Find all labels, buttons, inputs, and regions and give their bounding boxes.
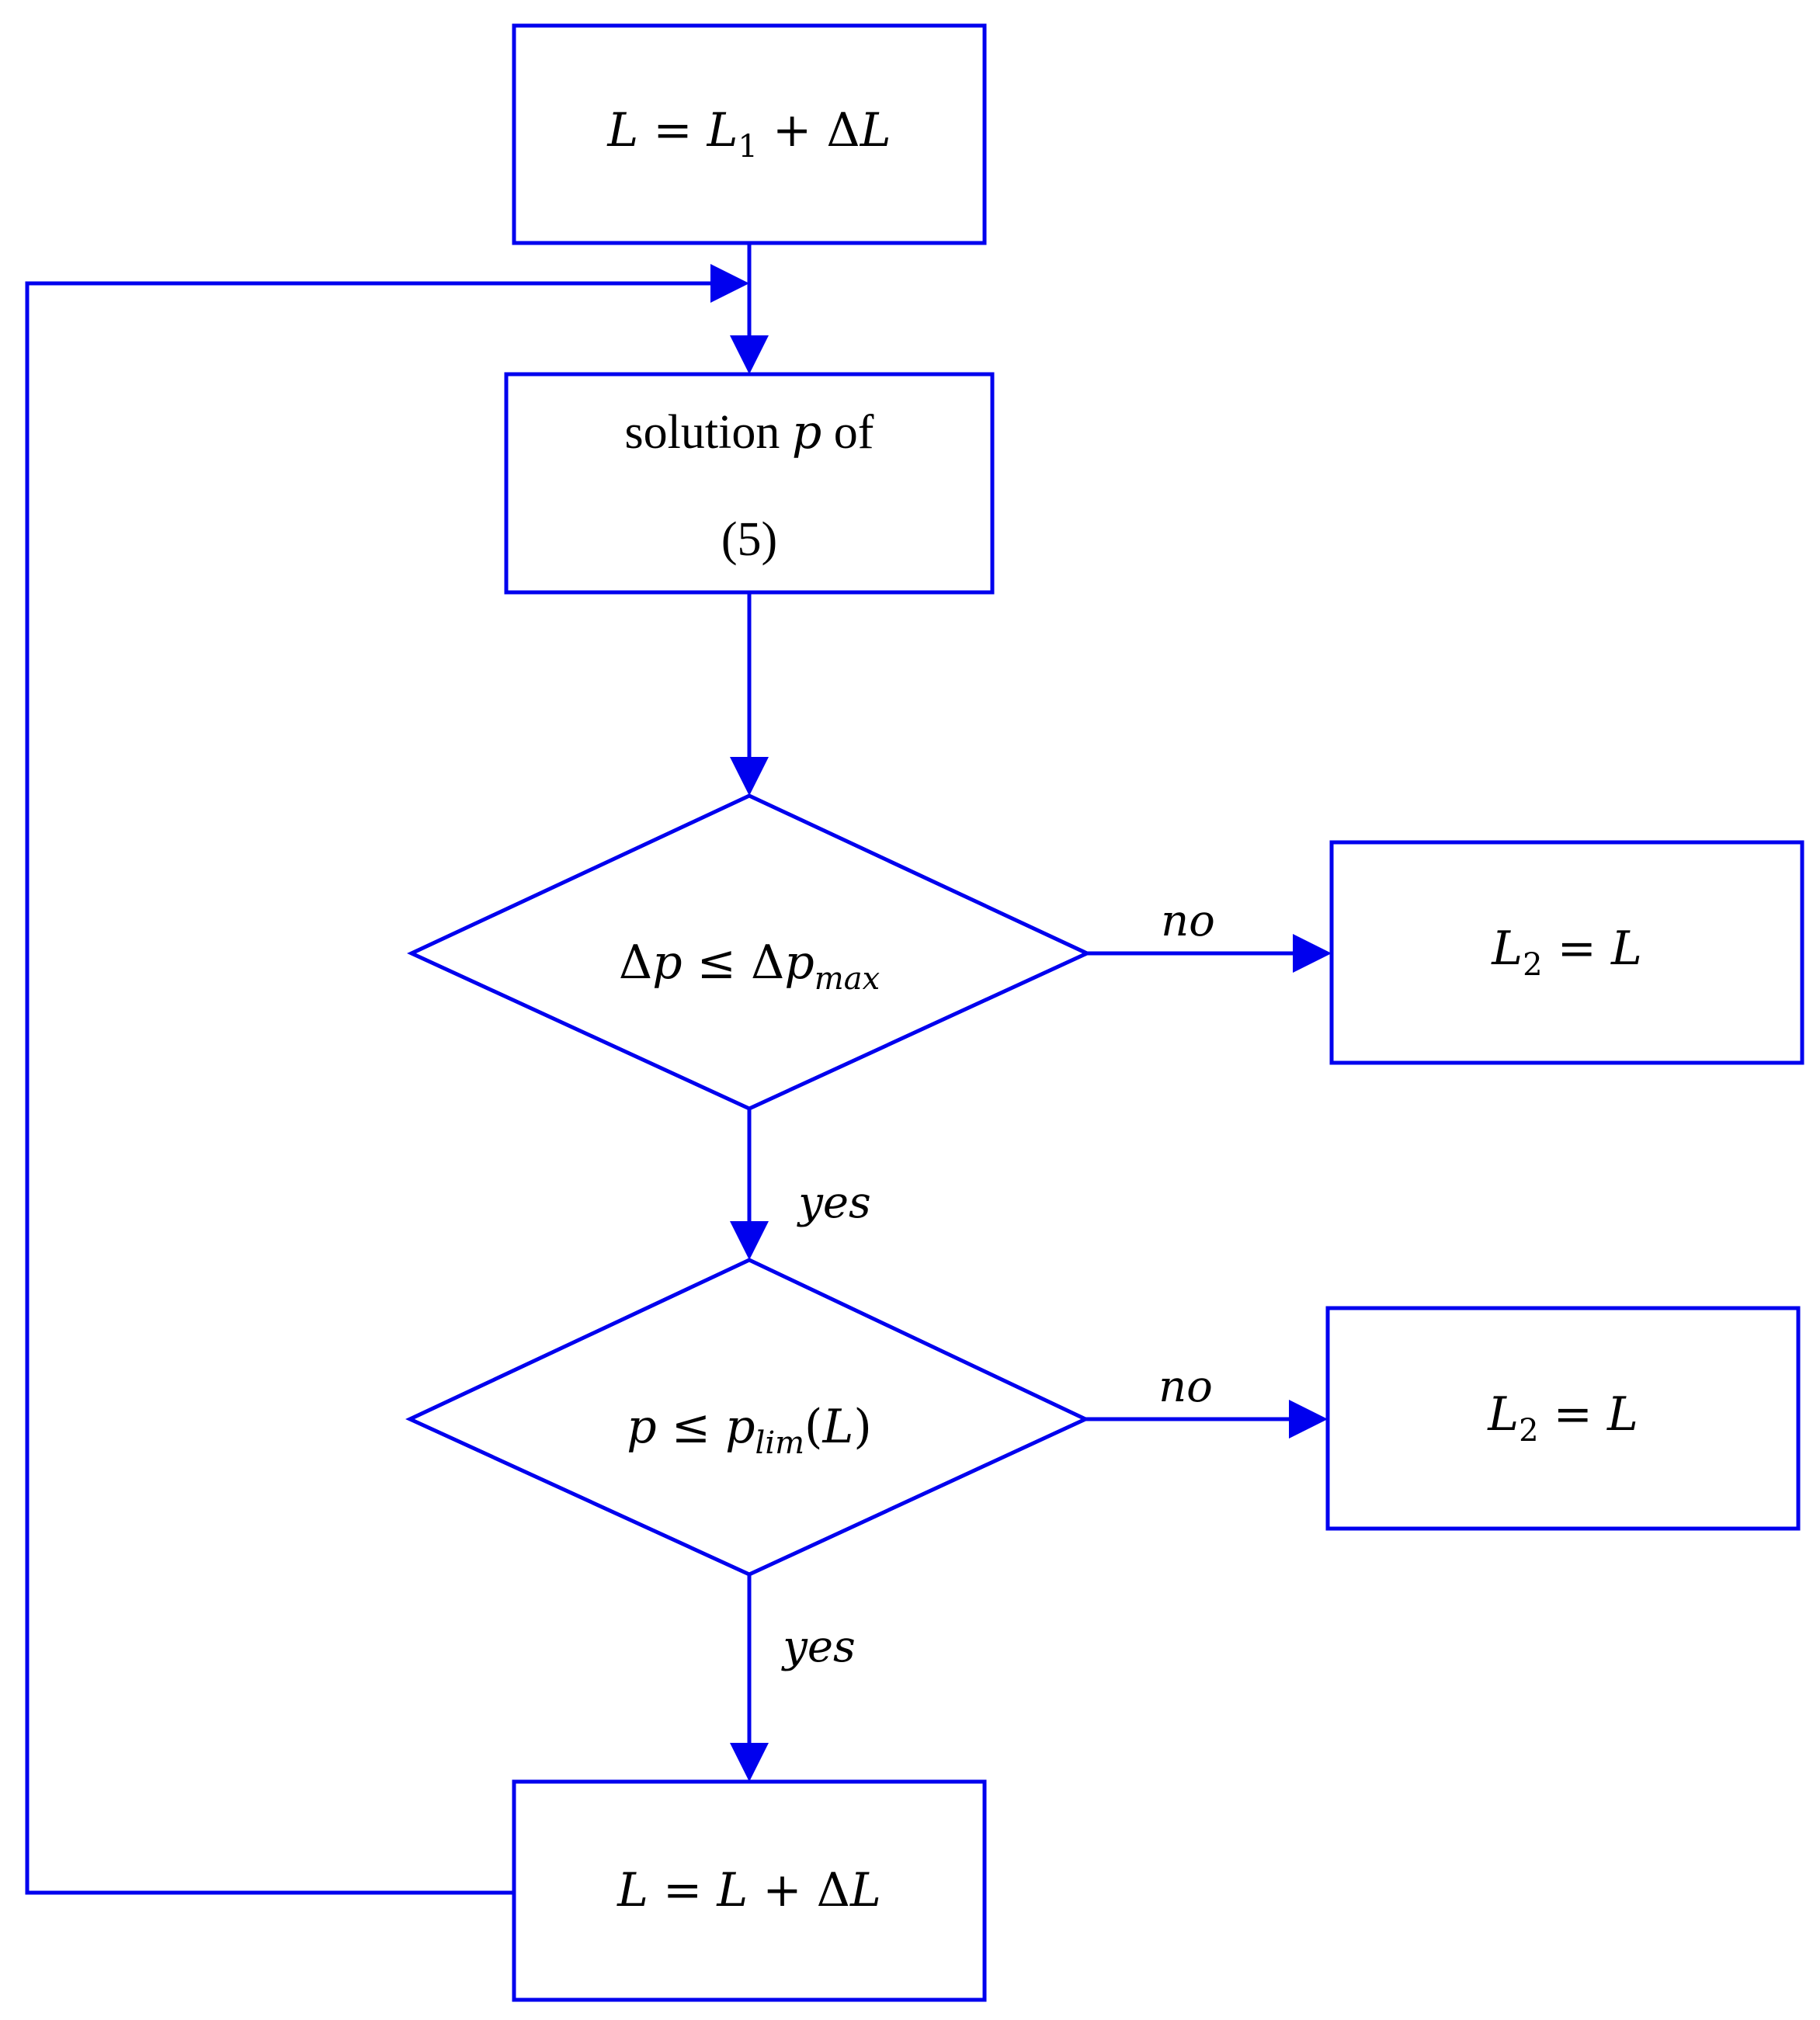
node-result-2: L2 = L — [1325, 1306, 1801, 1531]
node-increment: L = L + ΔL — [512, 1779, 987, 2002]
decision-pressure-limit-diamond — [405, 1258, 1090, 1577]
node-solve-box — [504, 372, 995, 595]
node-increment-text: L = L + ΔL — [617, 1863, 881, 1918]
node-solve: solution p of (5) — [504, 372, 995, 595]
node-result-1: L2 = L — [1329, 840, 1804, 1065]
decision-pressure-drop: Δp ≤ Δpmax — [407, 793, 1092, 1111]
decision-pressure-drop-diamond — [407, 793, 1092, 1111]
node-init-box — [512, 23, 987, 245]
arrowhead-result1-left — [1293, 934, 1332, 973]
node-solve-line2: (5) — [721, 513, 777, 566]
edge-label-cond1-no: no — [1161, 896, 1215, 946]
node-result-1-box — [1329, 840, 1804, 1065]
decision-pressure-limit: p ≤ plim(L) — [405, 1258, 1090, 1577]
edge-label-cond2-no: no — [1158, 1362, 1213, 1412]
node-increment-box — [512, 1779, 987, 2002]
arrowhead-result2-left — [1289, 1400, 1328, 1439]
arrowhead-cond2-top — [730, 1221, 769, 1260]
decision-pressure-limit-text: p ≤ plim(L) — [627, 1400, 871, 1461]
edge-loop-back — [25, 281, 714, 1895]
decision-pressure-drop-text: Δp ≤ Δpmax — [619, 935, 880, 997]
node-init-text: L = L1 + ΔL — [606, 103, 891, 165]
edge-label-cond1-yes: yes — [796, 1178, 871, 1228]
node-result-2-box — [1325, 1306, 1801, 1531]
arrowhead-loop-merge — [710, 264, 749, 303]
arrowhead-solve-top — [730, 335, 769, 374]
edge-label-cond2-yes: yes — [780, 1622, 856, 1672]
node-result-1-text: L2 = L — [1491, 921, 1642, 983]
arrowhead-cond1-top — [730, 757, 769, 796]
arrowhead-increment-top — [730, 1743, 769, 1782]
node-result-2-text: L2 = L — [1487, 1387, 1638, 1449]
node-init: L = L1 + ΔL — [512, 23, 987, 245]
node-solve-line1: solution p of — [625, 405, 874, 460]
